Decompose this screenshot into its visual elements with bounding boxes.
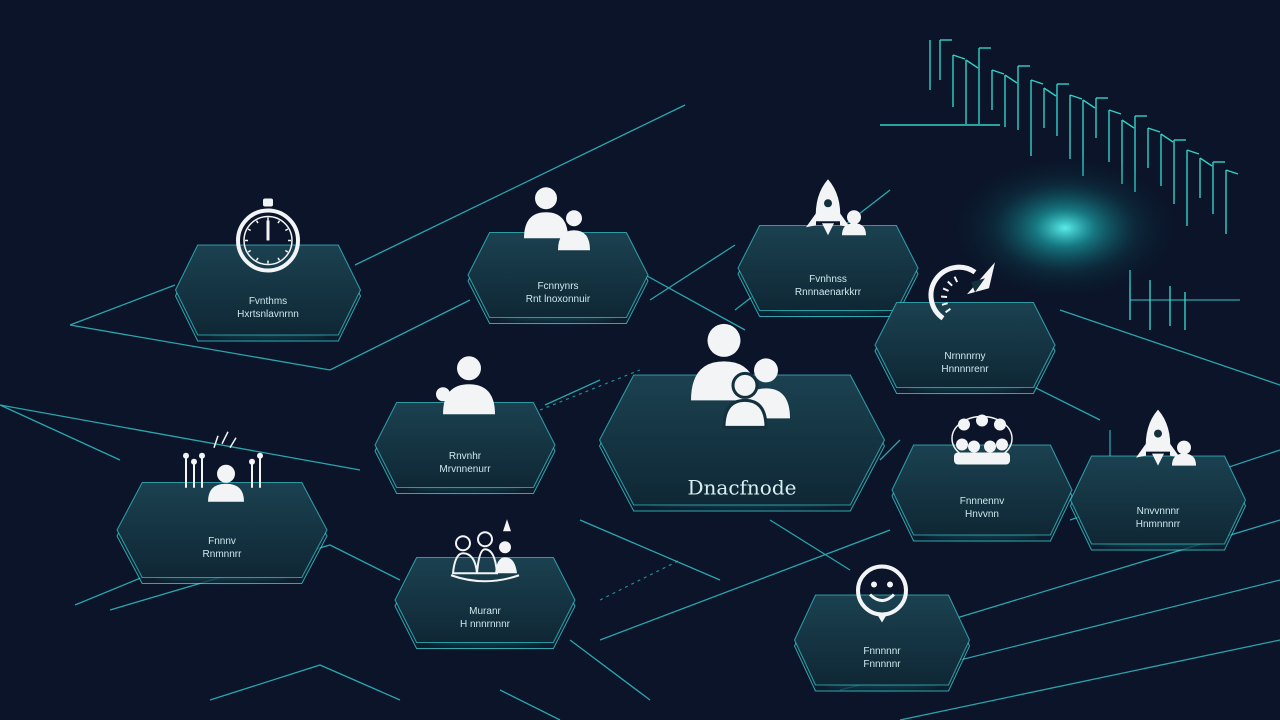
- node-label-line-2: Hxrtsnlavnrnn: [237, 309, 299, 320]
- node-label-line-2: Hnmnnnrr: [1136, 519, 1181, 530]
- tile-top: [116, 481, 328, 579]
- node-label-line-2: Rnmnnrr: [203, 549, 243, 560]
- node-label-line-2: Hnnnnrenr: [941, 364, 989, 375]
- node-label-line-1: Muranr: [469, 606, 501, 617]
- tile-top: [1069, 455, 1247, 545]
- node-label-line-1: Fnnnennv: [960, 496, 1004, 507]
- node-label-line-2: Fnnnnnr: [863, 659, 901, 670]
- center-node-label: Dnacfnode: [687, 476, 796, 500]
- chart-step-decoration: [1147, 127, 1161, 133]
- node-label-line-1: Fnnnnnr: [863, 646, 901, 657]
- chart-step-decoration: [1121, 119, 1135, 129]
- chart-step-decoration: [1160, 133, 1174, 143]
- node-tile-team-hands[interactable]: Muranr H nnnrnnnr: [394, 519, 576, 649]
- node-label-line-1: Fcnnynrs: [537, 281, 578, 292]
- node-label-line-2: H nnnrnnnr: [460, 619, 511, 630]
- node-label-line-1: Rnvnhr: [449, 451, 482, 462]
- tile-top: [598, 374, 886, 506]
- glow-orb: [945, 153, 1185, 303]
- dashed-lines: [539, 369, 681, 601]
- speed-rocket-icon: [928, 262, 995, 321]
- node-label-line-1: Nrnnnrny: [944, 351, 985, 362]
- node-label-line-1: Fvnhnss: [809, 274, 847, 285]
- node-label-line-2: Rnt lnoxonnuir: [526, 294, 591, 305]
- user-icon: [436, 356, 495, 415]
- users-icon: [524, 187, 590, 251]
- chart-step-decoration: [1069, 94, 1083, 100]
- rocket-icon: [806, 179, 866, 236]
- chart-step-decoration: [952, 54, 966, 60]
- smile-icon: [856, 564, 908, 623]
- team-hands-icon: [450, 519, 520, 583]
- chart-step-decoration: [1004, 74, 1018, 84]
- node-label-line-2: Rnnnaenarkkrr: [795, 287, 862, 298]
- tile-top: [793, 594, 971, 686]
- tile-top: [874, 301, 1056, 389]
- group-icon: [951, 414, 1013, 465]
- chart-step-decoration: [1043, 87, 1057, 97]
- chart-step-decoration: [1030, 79, 1044, 85]
- stopwatch-icon: [236, 198, 300, 273]
- growth-person-icon: [183, 431, 263, 502]
- node-label-line-1: Nnvvnnnr: [1137, 506, 1180, 517]
- chart-step-decoration: [1225, 169, 1239, 175]
- node-tile-center[interactable]: Dnacfnode: [598, 323, 886, 512]
- tile-top: [467, 231, 649, 319]
- chart-step-decoration: [991, 69, 1005, 75]
- tile-top: [374, 401, 556, 489]
- node-label-line-2: Hnvvnn: [965, 509, 999, 520]
- node-label-line-2: Mrvnnenurr: [439, 464, 491, 475]
- node-label-line-1: Fvnthms: [249, 296, 287, 307]
- chart-step-decoration: [1082, 99, 1096, 109]
- chart-step-decoration: [1199, 157, 1213, 167]
- tile-top: [891, 444, 1073, 536]
- chart-step-decoration: [1186, 149, 1200, 155]
- tile-top: [394, 556, 576, 644]
- node-label-line-1: Fnnnv: [208, 536, 236, 547]
- chart-step-decoration: [1108, 109, 1122, 115]
- team-icon: [691, 323, 790, 429]
- rocket-icon: [1136, 409, 1196, 466]
- tile-top: [174, 244, 362, 336]
- chart-step-decoration: [965, 59, 979, 69]
